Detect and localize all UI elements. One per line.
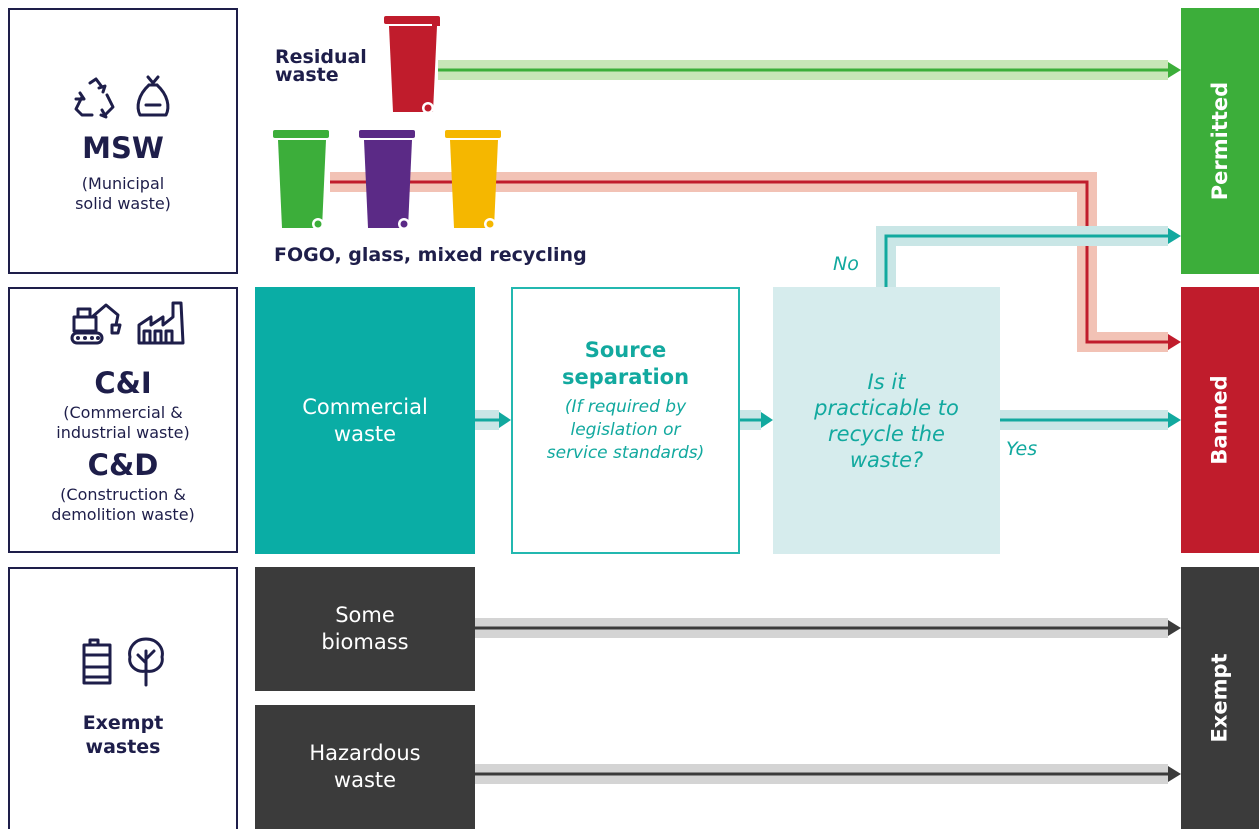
yes-to-banned-arrow — [1000, 410, 1181, 430]
exempt-category-box: Exempt wastes — [8, 567, 238, 829]
hazardous-label: Hazardous waste — [309, 741, 421, 792]
source-separation-title: Source separation — [561, 338, 690, 389]
excavator-icon — [70, 303, 122, 345]
recycling-to-banned-arrow — [330, 172, 1181, 352]
hazardous-box: Hazardous waste — [255, 705, 475, 829]
exempt-outcome: Exempt — [1181, 567, 1259, 829]
recycle-question-box: Is it practicable to recycle the waste? — [773, 287, 1000, 554]
no-to-permitted-arrow — [876, 226, 1181, 287]
banned-outcome: Banned — [1181, 287, 1259, 553]
source-separation-note: (If required by legislation or service s… — [546, 397, 705, 463]
msw-title: MSW — [82, 131, 164, 165]
cd-subtitle: (Construction & demolition waste) — [51, 485, 195, 524]
source-separation-box: Source separation (If required by legisl… — [511, 287, 740, 554]
fogo-bin-icon — [273, 130, 329, 230]
exempt-title: Exempt wastes — [82, 712, 164, 758]
source-to-question-arrow — [740, 410, 773, 430]
yes-label: Yes — [1006, 438, 1038, 460]
residual-to-permitted-arrow — [438, 60, 1181, 80]
biomass-to-exempt-arrow — [475, 618, 1181, 638]
rubbish-bag-icon — [136, 75, 170, 117]
commercial-waste-box: Commercial waste — [255, 287, 475, 554]
ci-subtitle: (Commercial & industrial waste) — [56, 403, 190, 442]
ci-title: C&I — [94, 366, 152, 400]
commercial-waste-label: Commercial waste — [302, 394, 428, 446]
biomass-box: Some biomass — [255, 567, 475, 691]
ci-cd-category-box: C&I (Commercial & industrial waste) C&D … — [8, 287, 238, 553]
cd-title: C&D — [87, 448, 159, 482]
recycling-bins-label: FOGO, glass, mixed recycling — [274, 244, 587, 266]
recycle-question: Is it practicable to recycle the waste? — [814, 369, 959, 472]
permitted-outcome: Permitted — [1181, 8, 1259, 274]
recycle-icon — [74, 77, 115, 119]
barrel-icon — [82, 638, 112, 685]
glass-bin-icon — [359, 130, 415, 230]
msw-category-box: MSW (Municipal solid waste) — [8, 8, 238, 274]
residual-bin-icon — [384, 16, 440, 114]
factory-icon — [137, 301, 185, 345]
hazardous-to-exempt-arrow — [475, 764, 1181, 784]
mixed-recycling-bin-icon — [445, 130, 501, 230]
msw-subtitle: (Municipal solid waste) — [75, 174, 171, 213]
no-label: No — [833, 253, 859, 275]
tree-icon — [128, 637, 164, 687]
commercial-to-source-arrow — [475, 410, 511, 430]
biomass-label: Some biomass — [321, 603, 409, 654]
residual-waste-label: Residual waste — [275, 46, 367, 86]
